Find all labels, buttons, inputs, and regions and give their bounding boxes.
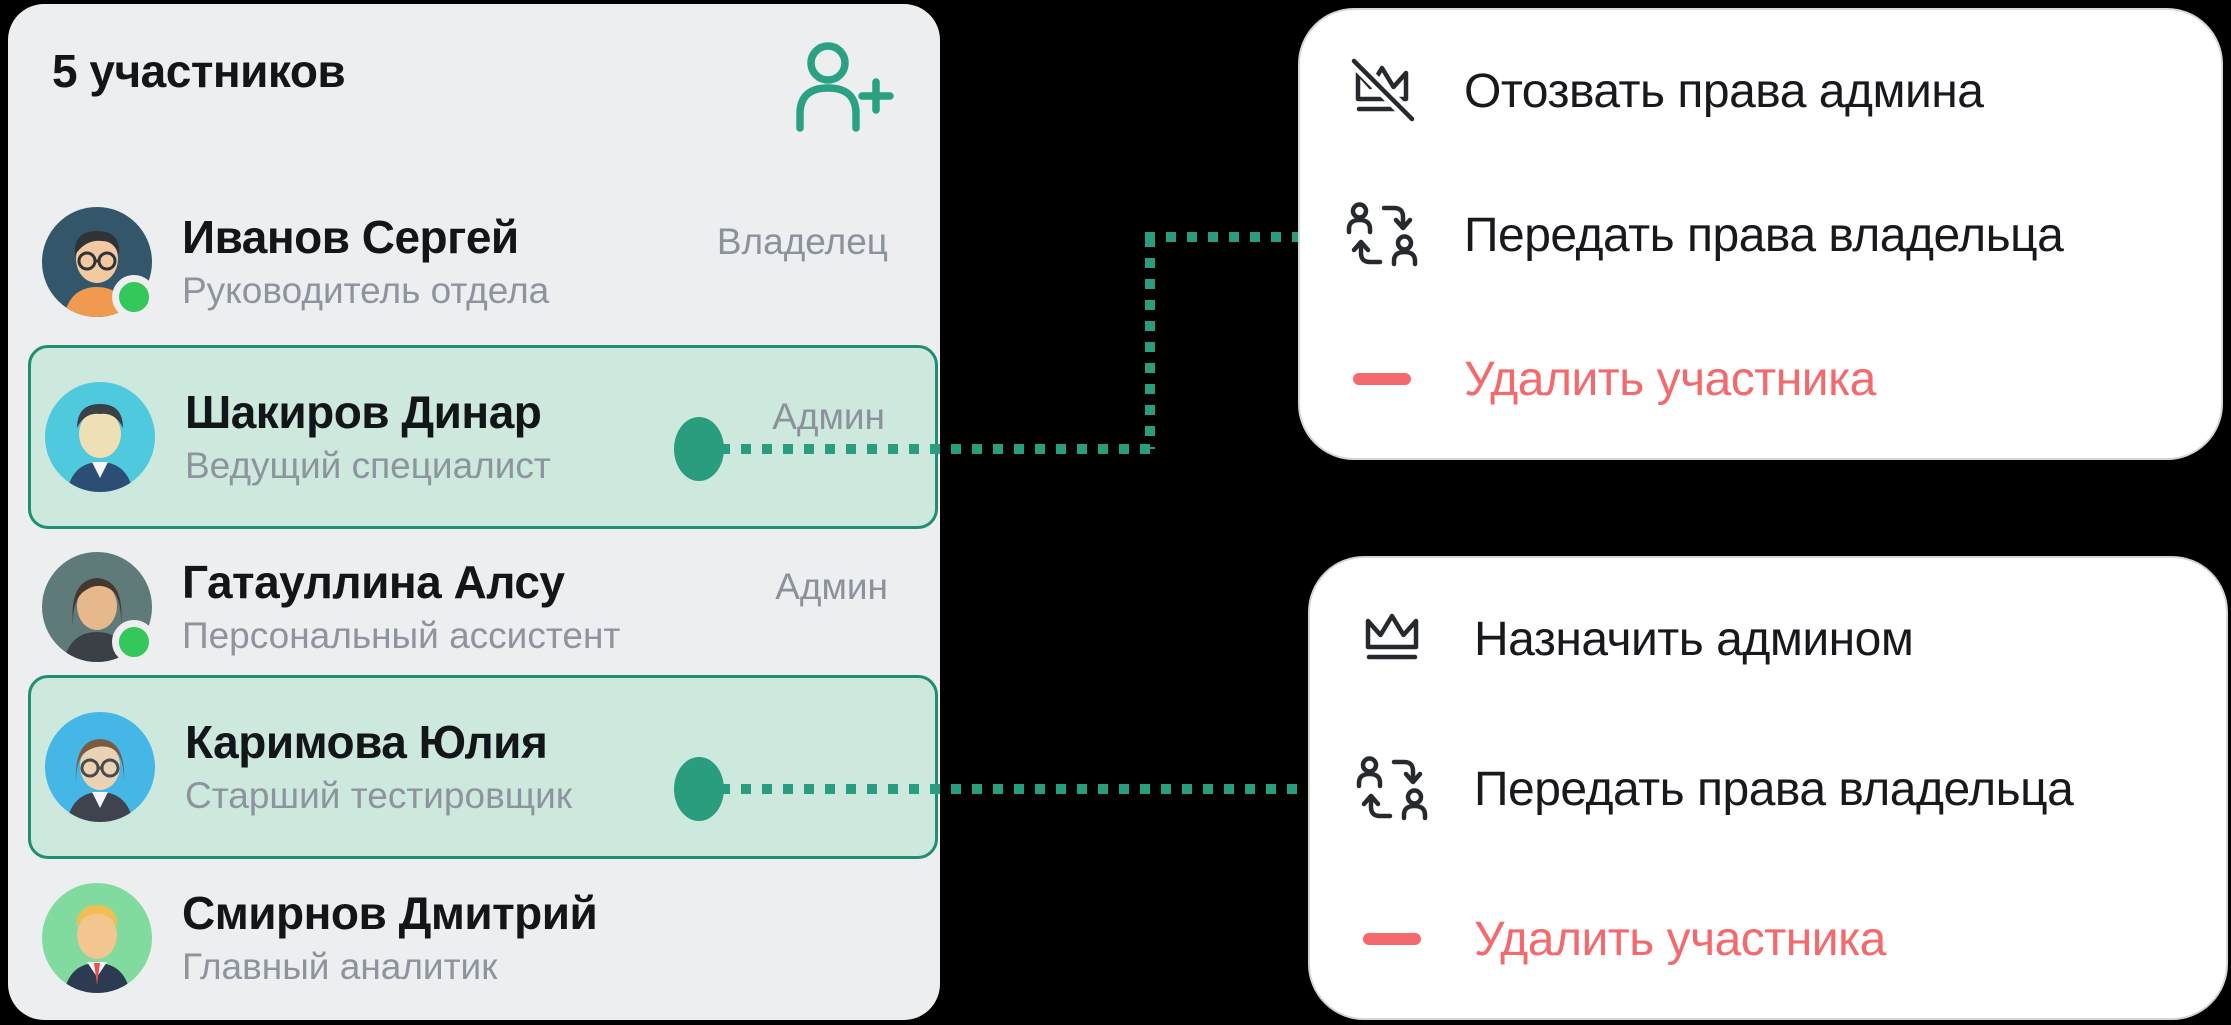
member-role-badge: Админ	[772, 396, 885, 437]
member-name: Иванов Сергей	[182, 211, 519, 264]
menu-item-transfer-ownership[interactable]: Передать права владельца	[1346, 188, 2191, 282]
online-status-dot	[112, 620, 156, 664]
member-job-title: Руководитель отдела	[182, 269, 550, 311]
add-member-button[interactable]	[790, 38, 894, 138]
members-count-title: 5 участников	[52, 45, 346, 97]
person-add-icon	[796, 42, 894, 132]
member-row[interactable]: Гатауллина Алсу Персональный ассистент А…	[28, 534, 938, 680]
avatar	[42, 883, 152, 993]
context-menu-admin: Отозвать права админа Передать права вла…	[1298, 8, 2223, 460]
menu-item-make-admin[interactable]: Назначить админом	[1356, 592, 2196, 686]
menu-item-label: Передать права владельца	[1474, 762, 2074, 816]
member-name: Каримова Юлия	[185, 716, 548, 769]
member-job-title: Ведущий специалист	[185, 444, 551, 486]
connector-line	[699, 784, 1315, 794]
member-name: Смирнов Дмитрий	[182, 887, 598, 940]
connector-line	[1145, 237, 1155, 449]
crown-icon	[1356, 603, 1428, 675]
menu-item-remove-member[interactable]: Удалить участника	[1346, 332, 2191, 426]
transfer-owner-icon	[1356, 753, 1428, 825]
online-status-dot	[112, 275, 156, 319]
minus-icon	[1356, 903, 1428, 975]
member-job-title: Старший тестировщик	[185, 774, 573, 816]
menu-item-label: Удалить участника	[1474, 912, 1886, 966]
avatar	[42, 552, 156, 664]
menu-item-revoke-admin[interactable]: Отозвать права админа	[1346, 44, 2191, 138]
crown-slash-icon	[1346, 55, 1418, 127]
context-menu-member: Назначить админом Передать права владель…	[1308, 556, 2228, 1020]
avatar	[42, 207, 156, 319]
member-row[interactable]: Смирнов Дмитрий Главный аналитик	[28, 862, 938, 1014]
menu-item-label: Отозвать права админа	[1464, 64, 1984, 118]
minus-icon	[1346, 343, 1418, 415]
member-role-badge: Админ	[775, 566, 888, 607]
avatar	[45, 382, 155, 492]
connector-line	[1145, 232, 1305, 242]
menu-item-label: Передать права владельца	[1464, 208, 2064, 262]
member-row-selected[interactable]: Шакиров Динар Ведущий специалист Админ	[28, 345, 938, 529]
member-row[interactable]: Иванов Сергей Руководитель отдела Владел…	[28, 189, 938, 335]
member-row-selected[interactable]: Каримова Юлия Старший тестировщик	[28, 675, 938, 859]
member-role-badge: Владелец	[716, 221, 888, 262]
member-job-title: Главный аналитик	[182, 945, 498, 987]
connector-line	[699, 444, 1152, 454]
menu-item-label: Удалить участника	[1464, 352, 1876, 406]
menu-item-transfer-ownership[interactable]: Передать права владельца	[1356, 742, 2196, 836]
avatar	[45, 712, 155, 822]
menu-item-remove-member[interactable]: Удалить участника	[1356, 892, 2196, 986]
connector-dot	[674, 757, 724, 821]
menu-item-label: Назначить админом	[1474, 612, 1914, 666]
connector-dot	[674, 417, 724, 481]
members-panel: 5 участников	[8, 4, 940, 1020]
member-name: Гатауллина Алсу	[182, 556, 565, 609]
member-name: Шакиров Динар	[185, 386, 542, 439]
member-job-title: Персональный ассистент	[182, 614, 621, 656]
transfer-owner-icon	[1346, 199, 1418, 271]
